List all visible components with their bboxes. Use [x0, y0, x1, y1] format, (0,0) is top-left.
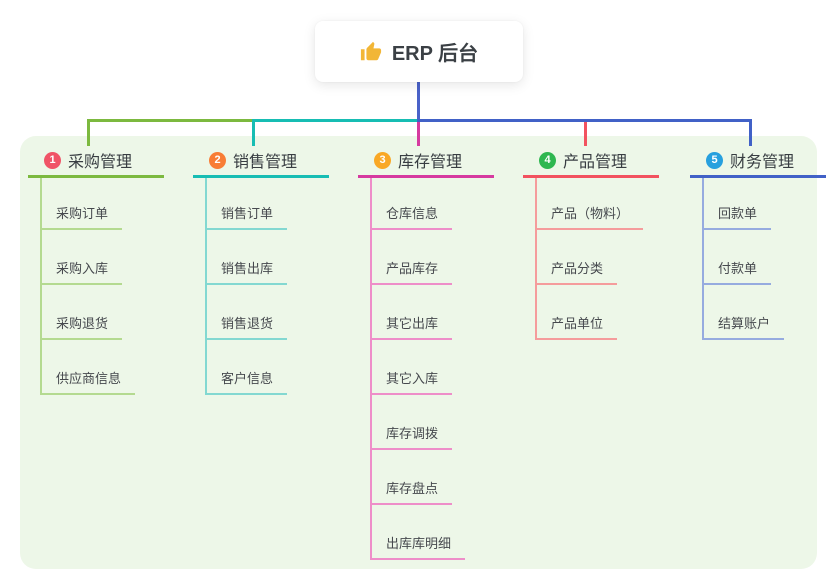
branch-column-2: 2 销售管理销售订单销售出库销售退货客户信息	[193, 145, 333, 395]
leaf-node[interactable]: 产品库存	[370, 255, 453, 285]
branch-column-4: 4 产品管理产品（物料） 产品分类产品单位	[523, 145, 663, 340]
leaf-node[interactable]: 付款单	[702, 255, 772, 285]
branch-title: 财务管理	[730, 154, 795, 171]
leaf-node[interactable]: 产品分类	[535, 255, 618, 285]
leaf-node[interactable]: 仓库信息	[370, 200, 453, 230]
root-node-label: ERP 后台	[391, 43, 479, 65]
bus-segment-sales	[252, 119, 419, 122]
thumbs-up-icon	[360, 41, 382, 63]
leaf-node[interactable]: 产品（物料）	[535, 200, 644, 230]
branch-node-2[interactable]: 2 销售管理	[193, 145, 329, 178]
branches-panel	[20, 136, 817, 569]
leaf-node[interactable]: 结算账户	[702, 310, 785, 340]
branch-number-badge: 2	[209, 151, 226, 169]
leaf-node[interactable]: 销售退货	[205, 310, 288, 340]
branch-node-1[interactable]: 1 采购管理	[28, 145, 164, 178]
leaf-node[interactable]: 其它入库	[370, 365, 453, 395]
branch-node-3[interactable]: 3 库存管理	[358, 145, 494, 178]
leaf-node[interactable]: 采购订单	[40, 200, 123, 230]
leaf-node[interactable]: 采购退货	[40, 310, 123, 340]
branch-number-badge: 3	[374, 151, 391, 169]
leaf-node[interactable]: 出库库明细	[370, 530, 466, 560]
drop-line-branch-5	[749, 119, 752, 146]
leaf-node[interactable]: 采购入库	[40, 255, 123, 285]
branch-number-badge: 4	[539, 151, 556, 169]
leaf-node[interactable]: 库存调拨	[370, 420, 453, 450]
branch-vertical-line	[205, 178, 207, 395]
branch-number-badge: 5	[706, 151, 723, 169]
leaf-node[interactable]: 产品单位	[535, 310, 618, 340]
drop-line-branch-3	[417, 122, 420, 146]
bus-segment-right	[417, 119, 751, 122]
branch-vertical-line	[702, 178, 704, 340]
branch-title: 销售管理	[233, 154, 298, 171]
root-node-erp[interactable]: ERP 后台	[315, 21, 523, 82]
leaf-node[interactable]: 销售订单	[205, 200, 288, 230]
drop-line-branch-4	[584, 122, 587, 146]
drop-line-branch-2	[252, 119, 255, 146]
drop-line-branch-1	[87, 119, 90, 146]
branch-column-5: 5 财务管理回款单付款单结算账户	[690, 145, 830, 340]
branch-node-5[interactable]: 5 财务管理	[690, 145, 826, 178]
leaf-node[interactable]: 销售出库	[205, 255, 288, 285]
branch-column-1: 1 采购管理采购订单采购入库采购退货供应商信息	[28, 145, 168, 395]
bus-segment-purchase	[87, 119, 254, 122]
leaf-node[interactable]: 供应商信息	[40, 365, 136, 395]
leaf-node[interactable]: 客户信息	[205, 365, 288, 395]
leaf-node[interactable]: 回款单	[702, 200, 772, 230]
root-connector-line	[417, 82, 420, 122]
branch-vertical-line	[40, 178, 42, 395]
branch-title: 产品管理	[563, 154, 628, 171]
branch-number-badge: 1	[44, 151, 61, 169]
branch-node-4[interactable]: 4 产品管理	[523, 145, 659, 178]
branch-vertical-line	[535, 178, 537, 340]
branch-title: 库存管理	[398, 154, 463, 171]
branch-vertical-line	[370, 178, 372, 560]
leaf-node[interactable]: 其它出库	[370, 310, 453, 340]
branch-title: 采购管理	[68, 154, 133, 171]
leaf-node[interactable]: 库存盘点	[370, 475, 453, 505]
branch-column-3: 3 库存管理仓库信息产品库存其它出库其它入库库存调拨库存盘点出库库明细	[358, 145, 498, 560]
